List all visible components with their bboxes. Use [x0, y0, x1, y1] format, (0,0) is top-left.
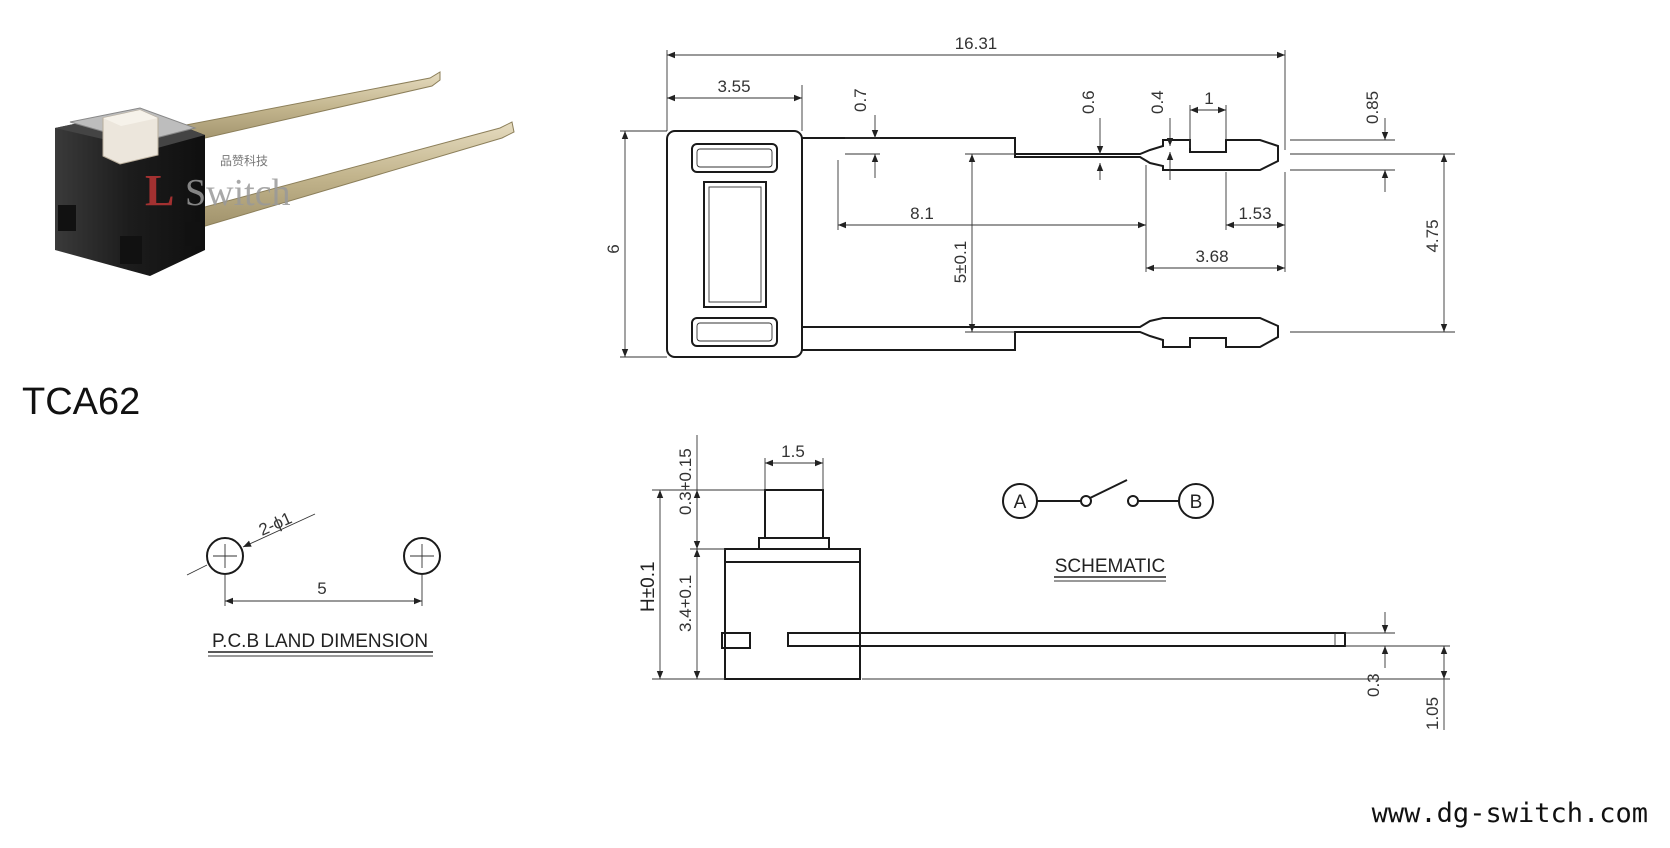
dim-body-width: 6 [604, 244, 623, 253]
dim-overall-length: 16.31 [955, 34, 998, 53]
dim-notch-a: 0.6 [1079, 90, 1098, 114]
brand-logo-chinese: 品赞科技 [220, 154, 268, 168]
product-photo: L 品赞科技 Switch [55, 71, 515, 276]
model-label: TCA62 [22, 381, 140, 423]
dim-pitch: 5±0.1 [951, 241, 970, 283]
dim-body-length: 3.55 [717, 77, 750, 96]
schematic: A B SCHEMATIC [1002, 479, 1214, 582]
dim-lead-thickness: 0.3 [1364, 673, 1383, 697]
switch-body [55, 110, 205, 276]
dim-body-height: 3.4+0.1 [676, 575, 695, 632]
schematic-title: SCHEMATIC [1055, 556, 1165, 577]
top-body [666, 130, 803, 358]
brand-logo-name: Switch [185, 172, 291, 214]
side-lead [787, 632, 1346, 647]
brand-logo-initial: L [145, 166, 174, 215]
side-body [724, 548, 861, 680]
side-view: 1.5 0.3+0.15 3.4+0.1 H±0.1 0.3 1.05 [638, 435, 1450, 730]
terminal-b-circle [1178, 483, 1214, 519]
dim-actuator-width: 1.5 [781, 442, 805, 461]
dim-step-to-tip: 3.68 [1195, 247, 1228, 266]
dim-hole-spec: 2-ϕ1 [256, 508, 295, 539]
dim-total-height: H±0.1 [638, 561, 659, 612]
dim-actuator-height: 0.3+0.15 [676, 448, 695, 515]
side-actuator [764, 489, 824, 539]
top-view: 16.31 3.55 8.1 1.53 3.68 1 0.7 0.6 0.4 0… [604, 34, 1455, 358]
top-lower-lead [802, 317, 1279, 351]
dim-notch-length: 1 [1204, 89, 1213, 108]
dim-lead-span: 4.75 [1423, 219, 1442, 252]
website-url[interactable]: www.dg-switch.com [1372, 798, 1648, 829]
dim-tip-width: 0.85 [1363, 91, 1382, 124]
dim-lead-height: 1.05 [1423, 697, 1442, 730]
dim-to-step: 8.1 [910, 204, 934, 223]
top-upper-lead [802, 137, 1279, 171]
dim-land-pitch: 5 [317, 579, 326, 598]
terminal-b: B [1190, 492, 1203, 513]
dim-tip-length: 1.53 [1238, 204, 1271, 223]
terminal-a: A [1014, 492, 1027, 513]
pcb-land-dimension: 2-ϕ1 5 P.C.B LAND DIMENSION [186, 508, 441, 657]
dim-notch-b: 0.4 [1148, 90, 1167, 114]
pcb-land-title: P.C.B LAND DIMENSION [212, 631, 428, 652]
dim-lead-width: 0.7 [851, 88, 870, 112]
